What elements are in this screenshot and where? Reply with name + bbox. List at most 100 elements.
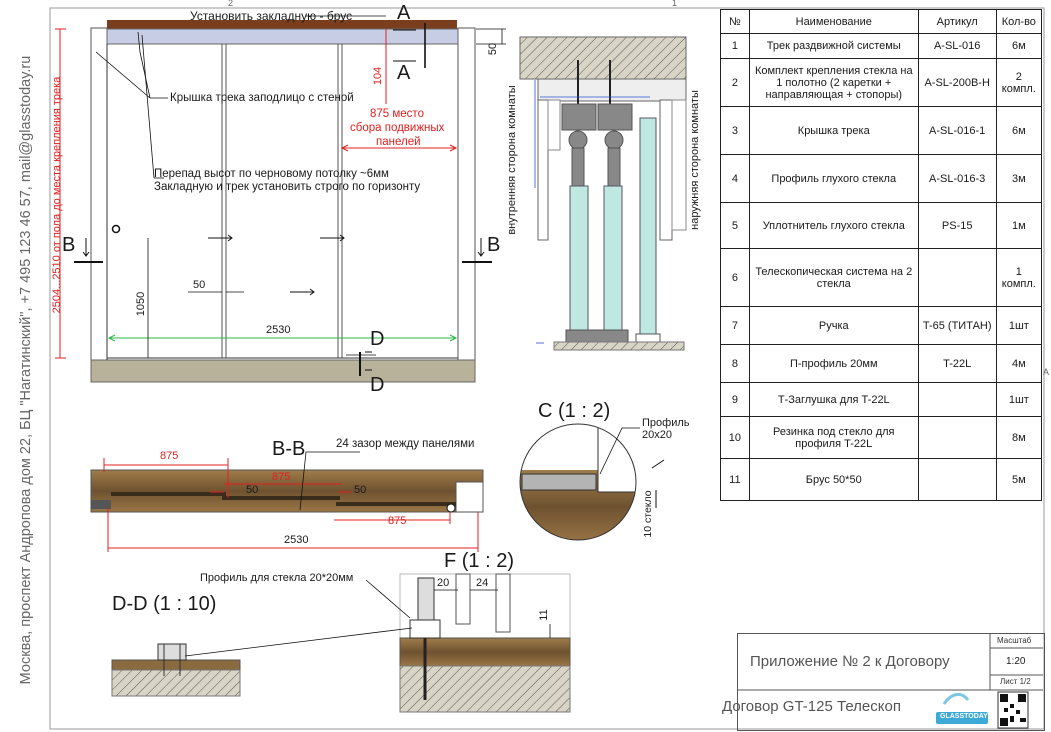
cell-article: A-SL-016-3 [917, 154, 997, 203]
zone-number: 1 [672, 0, 678, 8]
header-qty: Кол-во [995, 9, 1043, 34]
install-beam-note: Установить закладную - брус [190, 9, 353, 23]
cell-number: 1 [720, 33, 750, 59]
dim-2530-section: 2530 [284, 534, 309, 546]
table-row: 9 Т-Заглушка для T-22L 1шт [720, 382, 1043, 417]
zone-number: 2 [228, 0, 234, 8]
cell-name: Комплект крепления стекла на 1 полотно (… [748, 58, 919, 107]
cell-number: 10 [720, 416, 750, 459]
cell-qty: 2 компл. [995, 58, 1043, 107]
table-row: 7 Ручка T-65 (ТИТАН) 1шт [720, 306, 1043, 345]
dim-2530-front: 2530 [266, 324, 291, 336]
section-mark-b-right: B [487, 234, 501, 256]
wall-left [90, 27, 108, 361]
zone-letter: A [1043, 367, 1050, 377]
cell-qty: 3м [995, 154, 1043, 203]
section-aa [519, 36, 687, 351]
outer-side-label: наружняя сторона комнаты [689, 90, 701, 230]
ceiling-note-2: Закладную и трек установить строго по го… [154, 181, 421, 193]
title-block [737, 633, 1045, 731]
section-bb [90, 451, 484, 552]
section-mark-a-top: A [397, 2, 411, 24]
cell-name: П-профиль 20мм [748, 344, 919, 383]
cell-qty: 8м [995, 416, 1043, 459]
cell-article: A-SL-016-1 [917, 106, 997, 155]
detail-f-title: F (1 : 2) [444, 550, 515, 572]
cell-number: 3 [720, 106, 750, 155]
handle-icon [111, 224, 121, 234]
cell-article: T-22L [917, 344, 997, 383]
cell-article: A-SL-200B-H [917, 58, 997, 107]
dim-50-a: 50 [246, 484, 259, 496]
cell-qty: 4м [995, 344, 1043, 383]
dim-875-b: 875 [272, 471, 291, 483]
table-row: 3 Крышка трека A-SL-016-1 6м [720, 106, 1043, 155]
sheet-number: Лист 1/2 [1000, 677, 1031, 686]
cell-qty: 1 компл. [995, 248, 1043, 307]
assembly-note-3: панелей [376, 136, 421, 148]
cell-number: 5 [720, 202, 750, 249]
section-mark-a-bottom: A [397, 62, 411, 84]
dim-50-b: 50 [354, 484, 367, 496]
section-mark-d-bottom: D [370, 374, 385, 396]
dim-104: 104 [372, 66, 384, 86]
detail-f [365, 573, 571, 713]
assembly-note-2: сбора подвижных [350, 122, 445, 134]
cell-qty: 1шт [995, 382, 1043, 417]
panel-gap-note: 24 зазор между панелями [336, 438, 475, 450]
cell-qty: 1м [995, 202, 1043, 249]
cell-number: 6 [720, 248, 750, 307]
cell-qty: 6м [995, 106, 1043, 155]
sheet-border [49, 7, 1045, 730]
section-bb-title: B-B [272, 438, 306, 460]
cell-qty: 6м [995, 33, 1043, 59]
specification-table: № Наименование Артикул Кол-во 1 Трек раз… [720, 9, 1043, 501]
cell-number: 2 [720, 58, 750, 107]
cell-name: Трек раздвижной системы [748, 33, 919, 59]
cell-name: Уплотнитель глухого стекла [748, 202, 919, 249]
table-row: 2 Комплект крепления стекла на 1 полотно… [720, 58, 1043, 107]
dim-875-a: 875 [160, 450, 179, 462]
dim-875-c: 875 [388, 515, 407, 527]
dim-50-top: 50 [487, 42, 499, 56]
detail-dd-title: D-D (1 : 10) [112, 593, 217, 615]
cell-name: Профиль глухого стекла [748, 154, 919, 203]
cell-number: 9 [720, 382, 750, 417]
cell-article [917, 248, 997, 307]
header-name: Наименование [748, 9, 919, 34]
detail-dd [111, 627, 413, 697]
cell-name: Брус 50*50 [748, 458, 919, 501]
track-cover-note: Крышка трека заподлицо с стеной [170, 92, 354, 104]
table-row: 10 Резинка под стекло для профиля T-22L … [720, 416, 1043, 459]
table-row: 5 Уплотнитель глухого стекла PS-15 1м [720, 202, 1043, 249]
floor [90, 359, 476, 383]
header-article: Артикул [917, 9, 997, 34]
cell-name: Крышка трека [748, 106, 919, 155]
detail-c-title: C (1 : 2) [538, 400, 611, 422]
profile-label-1: Профиль [642, 417, 690, 429]
logo-text: GLASSTODAY [940, 713, 988, 720]
contract-title: Договор GT-125 Телескоп [722, 698, 901, 715]
appendix-title: Приложение № 2 к Договору [750, 653, 950, 670]
table-row: 6 Телескопическая система на 2 стекла 1 … [720, 248, 1043, 307]
cell-article [917, 458, 997, 501]
header-number: № [720, 9, 750, 34]
inner-side-label: внутренняя сторона комнаты [506, 85, 518, 235]
table-row: 1 Трек раздвижной системы A-SL-016 6м [720, 33, 1043, 59]
scale-value: 1:20 [1006, 656, 1026, 667]
cell-article: A-SL-016 [917, 33, 997, 59]
cell-number: 4 [720, 154, 750, 203]
height-dimension: 2504...2510 от пола до места крепления т… [51, 76, 63, 314]
assembly-note-1: 875 место [370, 108, 424, 120]
table-row: 4 Профиль глухого стекла A-SL-016-3 3м [720, 154, 1043, 203]
table-row: 11 Брус 50*50 5м [720, 458, 1043, 501]
profile-label-2: 20x20 [642, 429, 672, 441]
company-contact: Москва, проспект Андропова дом 22, БЦ "Н… [18, 55, 34, 685]
ceiling-note-1: Перепад высот по черновому потолку ~6мм [154, 168, 389, 180]
wall-right [457, 27, 476, 361]
cell-article: PS-15 [917, 202, 997, 249]
dim-24: 24 [476, 577, 489, 589]
cell-name: Т-Заглушка для T-22L [748, 382, 919, 417]
